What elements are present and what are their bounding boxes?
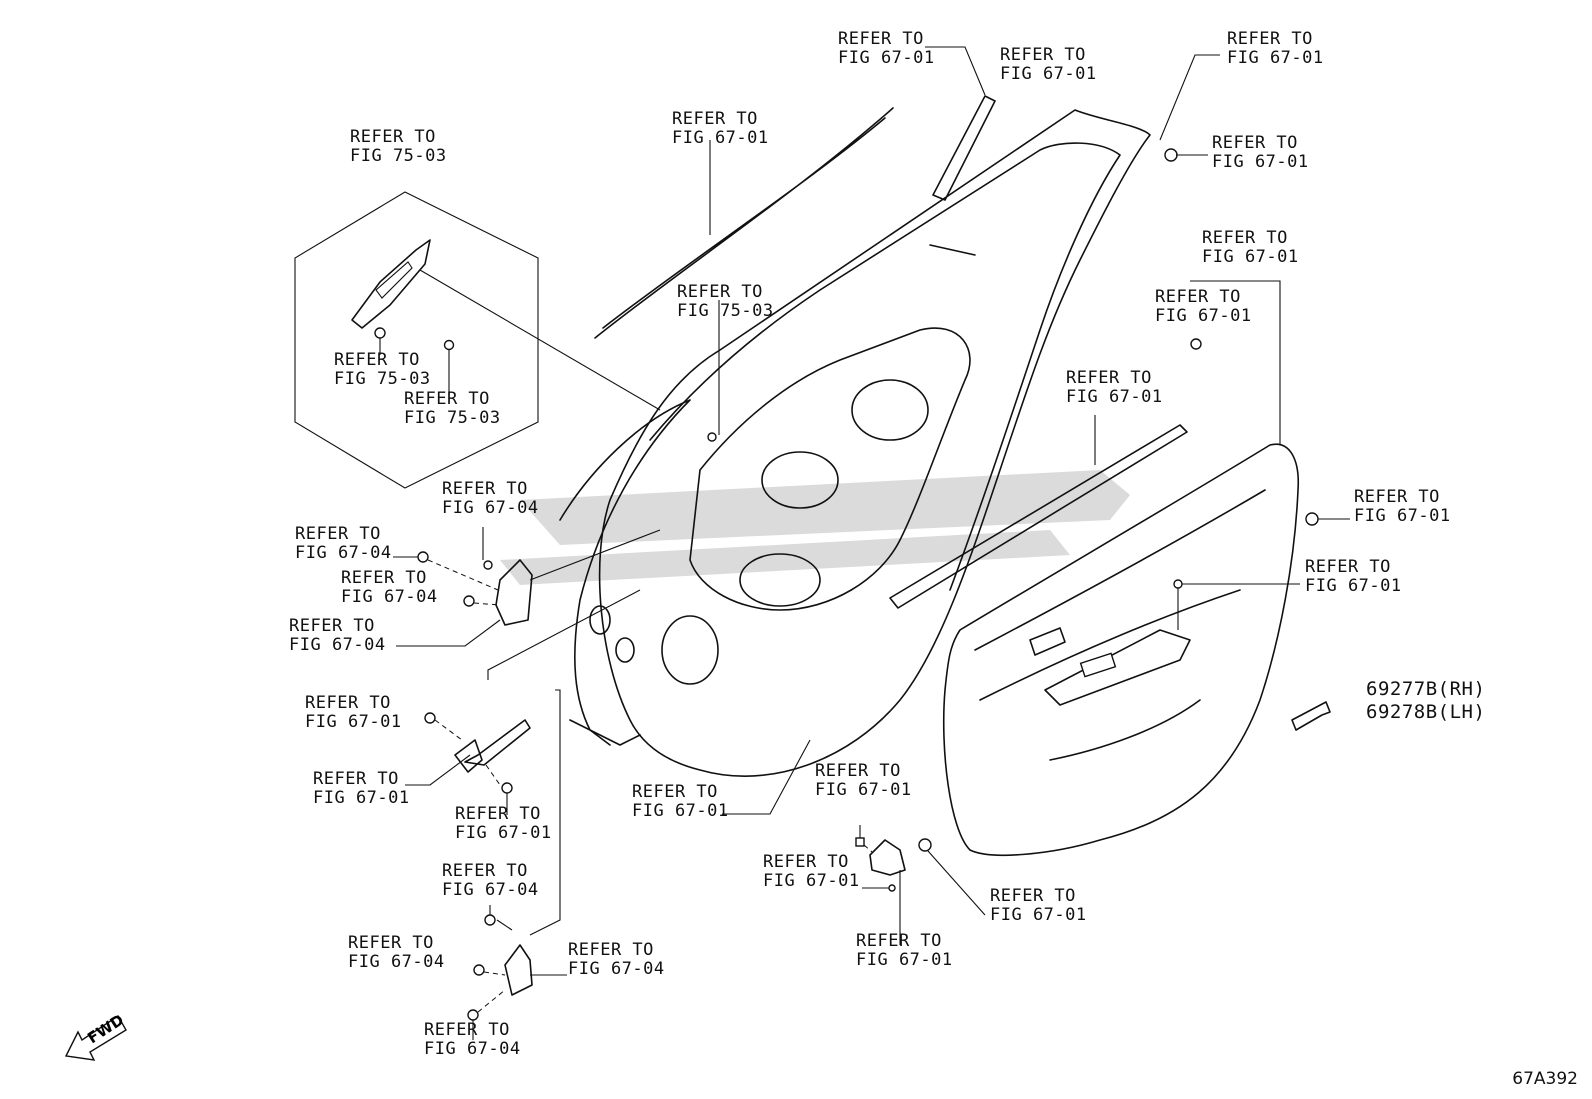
fwd-arrow-icon: [64, 1015, 127, 1061]
roof-weatherstrip: [594, 107, 894, 339]
garnish-clip: [374, 327, 386, 339]
watermark-logo: [500, 470, 1130, 585]
lower-hinge: [467, 689, 567, 1040]
corner-garnish: [351, 239, 431, 329]
frame-grommet: [1164, 148, 1178, 162]
sash-channel: [929, 95, 996, 256]
detail-callout-line: [419, 269, 661, 411]
part-number-label: 69277B(RH) 69278B(LH): [1366, 678, 1485, 724]
panel-opening-mid: [851, 379, 929, 441]
upper-hinge: [393, 527, 661, 647]
garnish-nut: [443, 339, 455, 351]
part-number-lh: 69278B(LH): [1366, 701, 1486, 723]
belt-moulding: [889, 424, 1188, 609]
speaker-opening: [661, 615, 719, 685]
trim-clip-side: [1305, 512, 1319, 526]
door-frame: [598, 109, 1151, 777]
window-switch: [1079, 652, 1117, 678]
panel-opening-lower: [739, 553, 821, 607]
trim-part-icon: [1291, 701, 1331, 731]
figure-code: 67A392: [1512, 1069, 1578, 1089]
panel-opening-upper: [761, 451, 839, 509]
door-latch: [722, 739, 986, 945]
door-trim-panel: [942, 443, 1300, 856]
trim-clip-top: [1190, 338, 1202, 350]
detail-hexagon: [294, 191, 539, 489]
part-number-rh: 69277B(RH): [1366, 678, 1486, 700]
door-check: [405, 589, 641, 815]
door-inner-panel: [689, 327, 971, 611]
armrest: [1044, 629, 1191, 706]
